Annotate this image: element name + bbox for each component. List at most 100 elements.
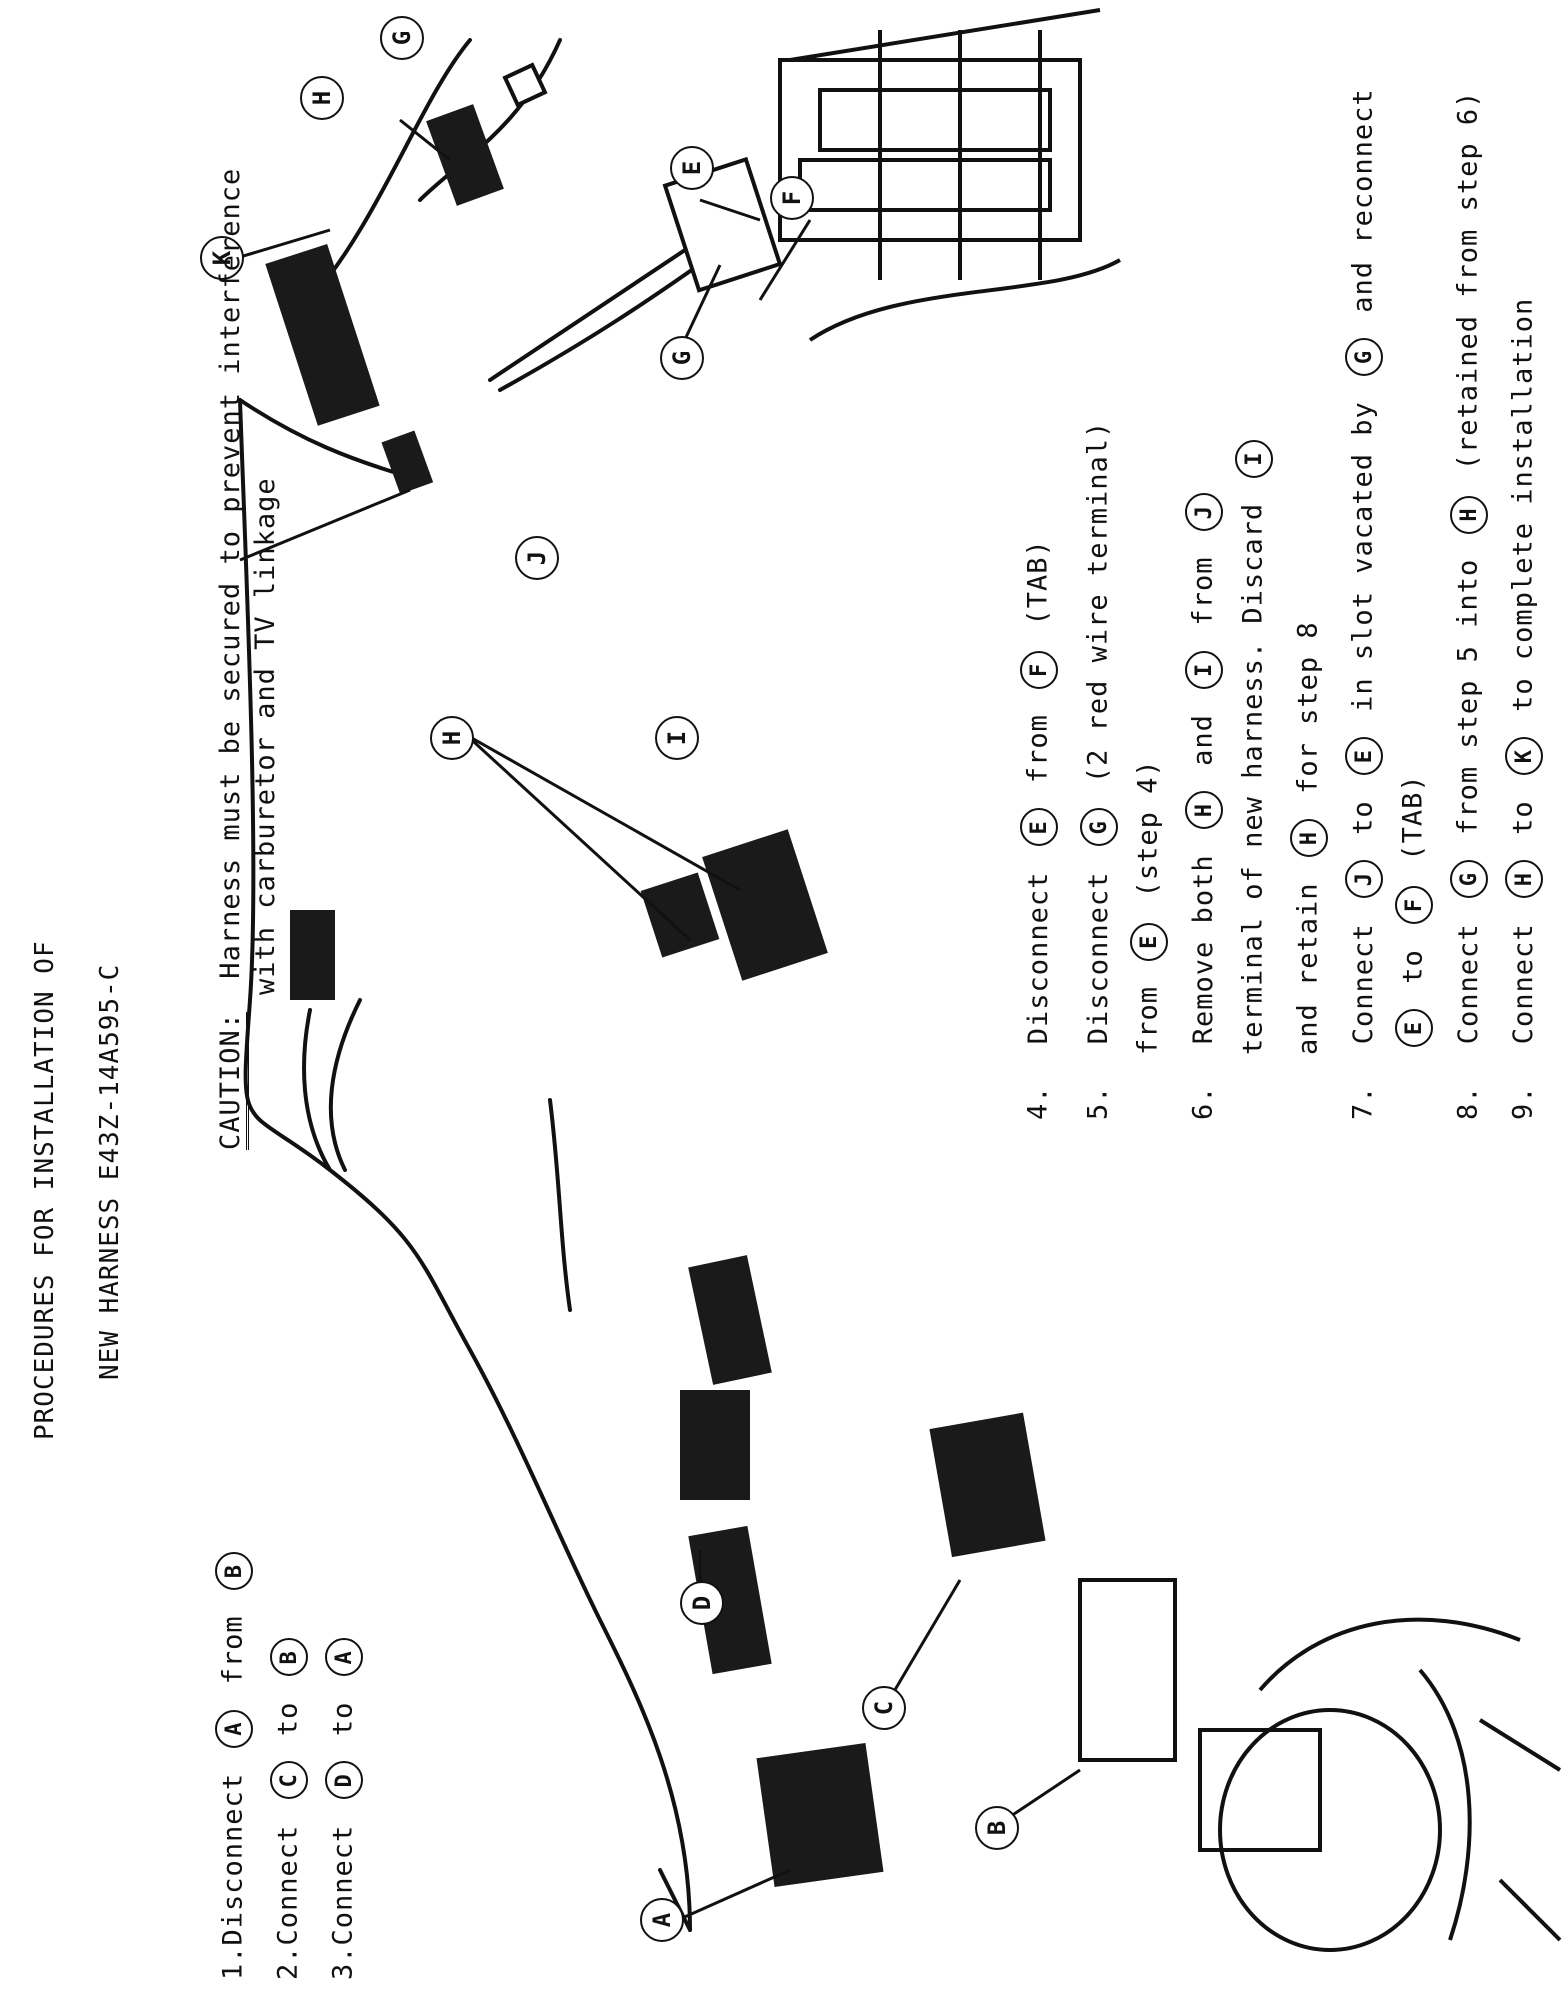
step-8-callout-h: H: [1450, 495, 1488, 534]
step-5-line2: from E (step 4): [1130, 759, 1168, 1055]
step-9-to: to: [1507, 800, 1539, 835]
step-9-number: 9.: [1507, 1085, 1539, 1120]
callout-d: D: [680, 1581, 724, 1625]
lead-c-d: [302, 1008, 332, 1172]
step-4-from: from: [1022, 714, 1054, 784]
step-3-callout-d: D: [325, 1761, 363, 1800]
step-8-number: 8.: [1452, 1085, 1484, 1120]
main-wire: [238, 398, 692, 1932]
step-9-callout-h: H: [1505, 860, 1543, 899]
step-9-complete: to complete installation: [1507, 297, 1539, 712]
title-line1: PROCEDURES FOR INSTALLATION OF: [30, 940, 60, 1440]
connector-d: [688, 1525, 772, 1675]
callout-i: I: [655, 716, 699, 760]
step-6-line3: and retain H for step 8: [1290, 621, 1328, 1055]
step-1-verb: Disconnect: [217, 1772, 249, 1946]
step-7: 7. Connect J to E in slot vacated by G a…: [1345, 88, 1383, 1120]
step-7-callout-j: J: [1345, 860, 1383, 899]
step-5-callout-e: E: [1130, 922, 1168, 961]
step-2: 2.Connect C to B: [270, 1630, 308, 1980]
lead-d: [548, 1098, 572, 1312]
step-3-number: 3.: [327, 1945, 359, 1980]
callout-j: J: [515, 536, 559, 580]
connector-k: [265, 243, 380, 426]
step-6-line2-text: terminal of new harness. Discard: [1237, 502, 1269, 1055]
step-5-note: (2 red wire terminal): [1082, 420, 1114, 784]
caution-label: CAUTION:: [215, 1011, 249, 1150]
step-4: 4. Disconnect E from F (TAB): [1020, 539, 1058, 1120]
callout-g: G: [660, 336, 704, 380]
step-7-to: to: [1347, 800, 1379, 835]
step-1-number: 1.: [217, 1945, 249, 1980]
connector-b-plug: [688, 1255, 772, 1385]
step-7-callout-g: G: [1345, 337, 1383, 376]
step-9-callout-k: K: [1505, 737, 1543, 776]
connector-j: [381, 430, 434, 495]
step-6-callout-i-2: I: [1235, 439, 1273, 478]
callout-e: E: [670, 146, 714, 190]
step-9-verb: Connect: [1507, 923, 1539, 1045]
lead-h: [308, 38, 472, 302]
step-8: 8. Connect G from step 5 into H (retaine…: [1450, 91, 1488, 1120]
step-5: 5. Disconnect G (2 red wire terminal): [1080, 421, 1118, 1120]
caution-line2: with carburetor and TV linkage: [250, 477, 281, 995]
step-5-from: from: [1132, 985, 1164, 1055]
caution-block: CAUTION: Harness must be secured to prev…: [215, 168, 249, 1150]
step-5-verb: Disconnect: [1082, 871, 1114, 1045]
step-4-tab: (TAB): [1022, 539, 1054, 626]
step-1-callout-a: A: [215, 1709, 253, 1748]
step-4-number: 4.: [1022, 1085, 1054, 1120]
step-6-retain: and retain: [1292, 882, 1324, 1055]
connector-a: [756, 1742, 884, 1888]
step-6-callout-j: J: [1185, 493, 1223, 532]
step-5-callout-g: G: [1080, 808, 1118, 847]
callout-f: F: [770, 176, 814, 220]
lead-e: [488, 238, 702, 382]
step-4-callout-f: F: [1020, 650, 1058, 689]
step-4-callout-e: E: [1020, 808, 1058, 847]
step-6-callout-h-2: H: [1290, 819, 1328, 858]
step-1: 1.Disconnect A from B: [215, 1544, 253, 1980]
step-8-callout-g: G: [1450, 860, 1488, 899]
step-6-verb: Remove both: [1187, 854, 1219, 1045]
step-8-from: from step 5 into: [1452, 558, 1484, 835]
step-5-ref: (step 4): [1132, 759, 1164, 898]
step-6-number: 6.: [1187, 1085, 1219, 1120]
step-2-callout-b: B: [270, 1638, 308, 1677]
step-6-callout-h: H: [1185, 791, 1223, 830]
part-h: [640, 872, 720, 958]
step-6-step8: for step 8: [1292, 621, 1324, 794]
step-7-callout-e-2: E: [1395, 1009, 1433, 1047]
lead-a: [658, 1868, 692, 1932]
step-7-reconnect: and reconnect: [1347, 88, 1379, 313]
lead-g: [418, 38, 562, 202]
step-8-verb: Connect: [1452, 923, 1484, 1045]
step-8-note: (retained from step 6): [1452, 90, 1484, 471]
distributor-b: [1078, 1578, 1562, 1952]
step-3-callout-a: A: [325, 1638, 363, 1677]
step-1-callout-b: B: [215, 1552, 253, 1591]
step-9: 9. Connect H to K to complete installati…: [1505, 298, 1543, 1120]
step-7-verb: Connect: [1347, 923, 1379, 1045]
callout-a: A: [640, 1898, 684, 1942]
step-6-and: and: [1187, 714, 1219, 766]
step-6-callout-i: I: [1185, 650, 1223, 689]
step-6-from: from: [1187, 556, 1219, 626]
step-7-tab: (TAB): [1397, 774, 1429, 861]
inline-sleeve: [290, 910, 335, 1000]
step-3: 3.Connect D to A: [325, 1630, 363, 1980]
step-7-line2: E to F (TAB): [1395, 774, 1433, 1055]
step-6: 6. Remove both H and I from J: [1185, 485, 1223, 1120]
terminal-g: [502, 62, 548, 108]
connector-panel-f: [778, 8, 1121, 342]
step-4-verb: Disconnect: [1022, 871, 1054, 1045]
connector-d-body: [680, 1390, 750, 1500]
step-2-to: to: [272, 1701, 304, 1737]
callout-h: H: [430, 716, 474, 760]
connector-h: [426, 104, 504, 206]
callout-g-2: G: [380, 16, 424, 60]
callout-c: C: [862, 1686, 906, 1730]
callout-h-2: H: [300, 76, 344, 120]
step-7-callout-e: E: [1345, 737, 1383, 776]
